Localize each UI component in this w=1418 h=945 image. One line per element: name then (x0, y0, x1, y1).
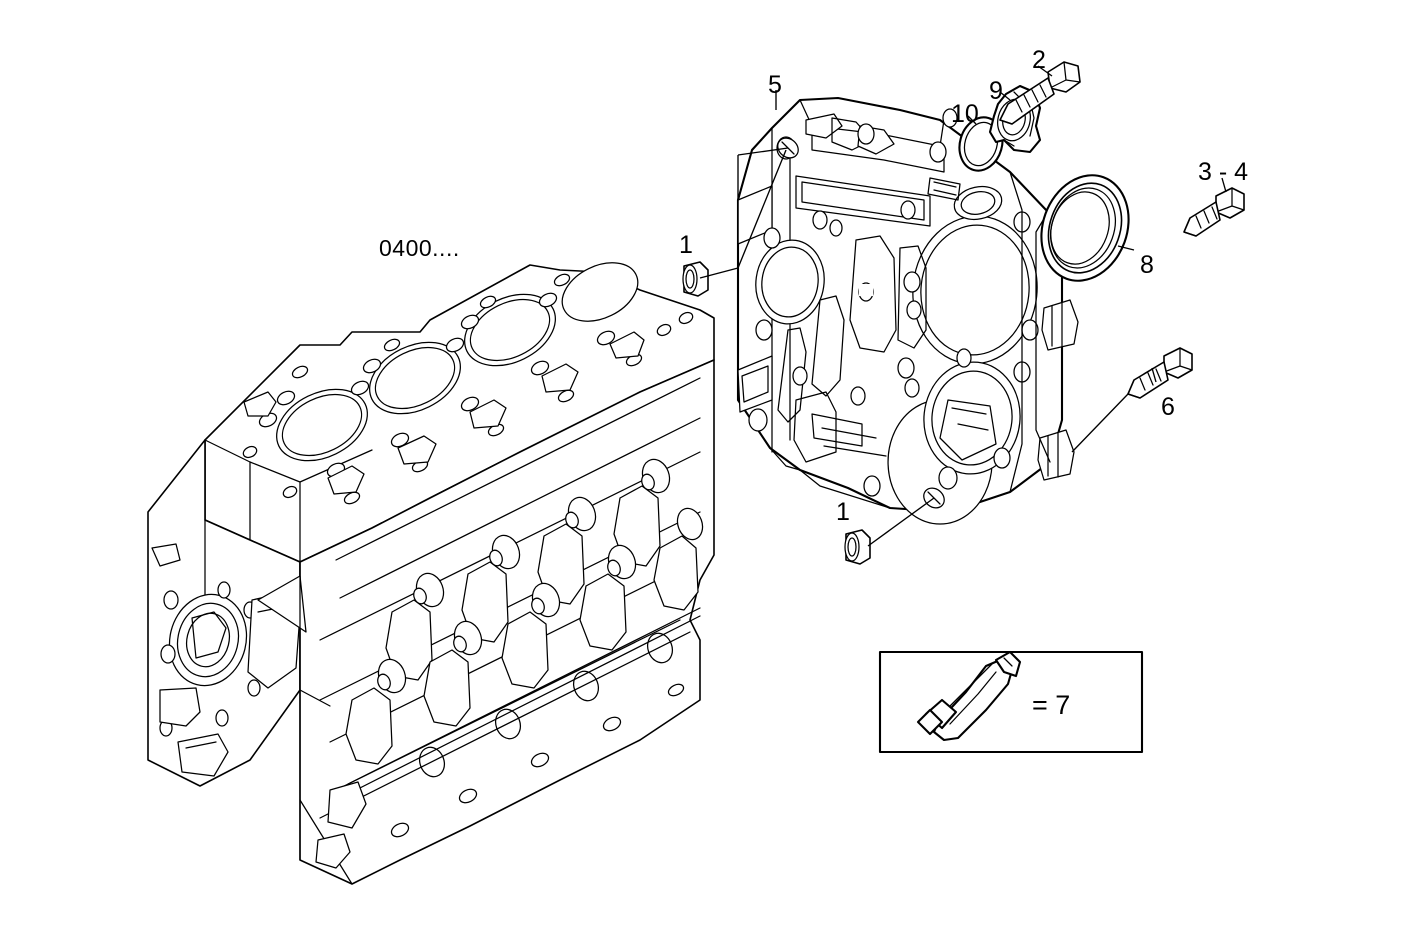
callout-1-dowel-pin-upper: 1 (679, 231, 693, 259)
cylinder-block-assembly (147, 262, 715, 885)
bolt-part-3-4 (1183, 187, 1245, 237)
leader-lines (699, 65, 1227, 547)
callout-9-cover-bracket: 9 (989, 77, 1003, 105)
bolt-part-6 (1127, 347, 1193, 399)
dowel-pin-part-1-lower (844, 529, 871, 565)
sealant-legend-box-frame (878, 650, 1144, 754)
crankshaft-oil-seal-part-8 (1040, 174, 1130, 282)
bolt-part-2 (999, 61, 1081, 125)
callout-6-bolt: 6 (1161, 393, 1175, 421)
callout-3-4-bolts: 3 - 4 (1198, 158, 1249, 186)
callout-10-o-ring: 10 (951, 100, 979, 128)
callout-8-crank-seal: 8 (1140, 251, 1154, 279)
sealant-tube-icon (916, 650, 1022, 742)
callout-5-flywheel-housing: 5 (768, 71, 782, 99)
callout-1-dowel-pin-lower: 1 (836, 498, 850, 526)
sealant-equals-label: = 7 (1032, 690, 1071, 720)
dowel-pin-part-1-upper (682, 261, 709, 297)
block-reference-code: 0400.... (379, 235, 460, 261)
flywheel-housing (736, 96, 1079, 525)
callout-2-bolt: 2 (1032, 46, 1046, 74)
